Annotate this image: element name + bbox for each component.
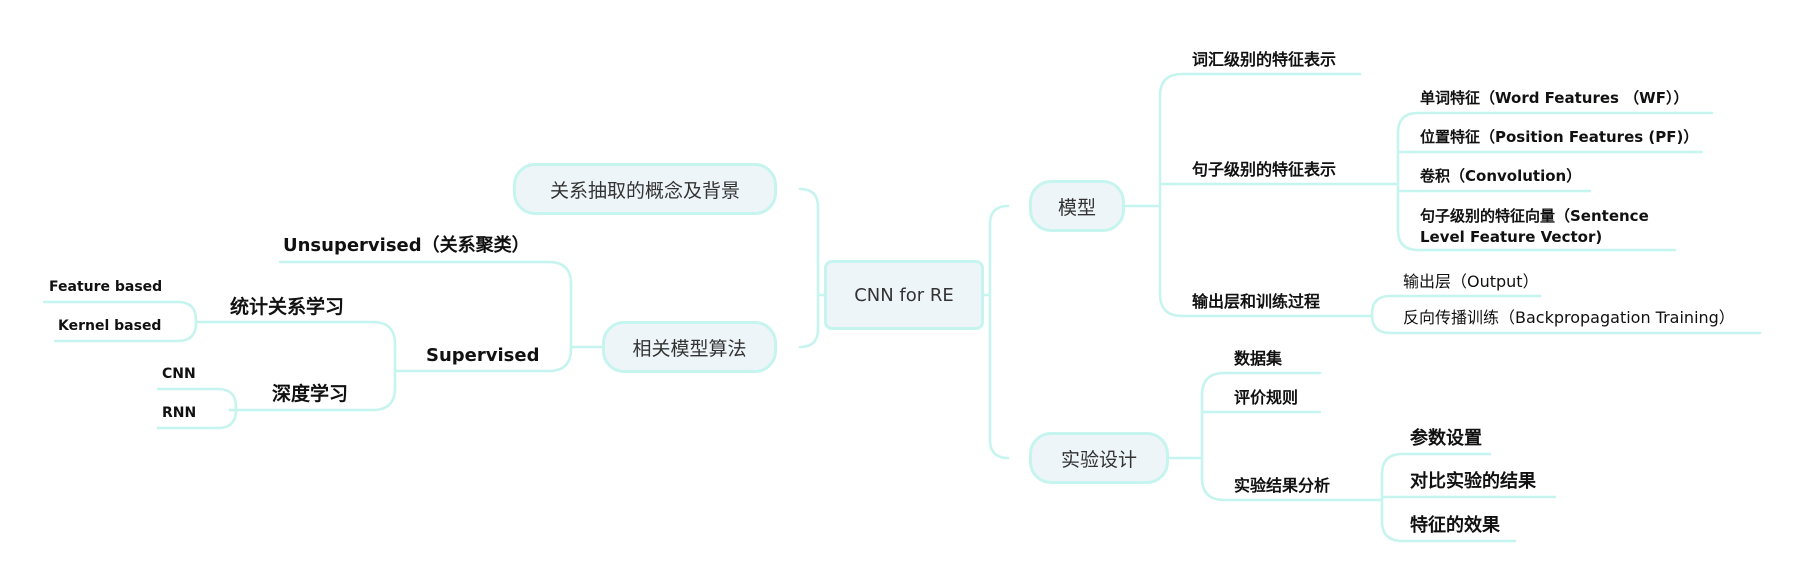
root-left-curve-0 <box>798 187 820 209</box>
root-right-curve-1 <box>988 438 1010 460</box>
sup-branch-curve-0 <box>371 320 397 346</box>
topic-word-features[interactable]: 单词特征（Word Features （WF）） <box>1420 89 1689 107</box>
model-branch-curve-0 <box>1158 72 1184 98</box>
node-model[interactable]: 模型 <box>1029 180 1125 232</box>
topic-deep-learning[interactable]: 深度学习 <box>272 383 349 405</box>
sent-branch-curve-3 <box>1396 228 1420 252</box>
topic-sentence-vector[interactable]: 句子级别的特征向量（Sentence Level Feature Vector) <box>1420 207 1649 246</box>
out-branch-curve-0 <box>1370 294 1392 316</box>
stat-branch-curve-1 <box>176 321 198 343</box>
topic-kernel-based[interactable]: Kernel based <box>58 318 162 334</box>
topic-dataset[interactable]: 数据集 <box>1234 349 1283 368</box>
topic-feature-based[interactable]: Feature based <box>49 279 163 295</box>
topic-parameters[interactable]: 参数设置 <box>1410 428 1482 449</box>
topic-word-level[interactable]: 词汇级别的特征表示 <box>1192 50 1337 69</box>
topic-output-layer[interactable]: 输出层（Output） <box>1403 272 1539 291</box>
topic-result-analysis[interactable]: 实验结果分析 <box>1234 476 1331 495</box>
deep-branch-curve-1 <box>216 408 238 430</box>
alg-branch-curve-1 <box>547 347 573 373</box>
topic-sentence-level[interactable]: 句子级别的特征表示 <box>1192 160 1337 179</box>
topic-rnn[interactable]: RNN <box>162 405 197 421</box>
sup-branch-curve-1 <box>371 386 397 412</box>
alg-branch-curve-0 <box>547 260 573 286</box>
topic-statistical[interactable]: 统计关系学习 <box>230 296 345 318</box>
topic-position-features[interactable]: 位置特征（Position Features (PF)） <box>1420 128 1699 146</box>
out-branch-curve-1 <box>1370 313 1392 335</box>
topic-unsupervised[interactable]: Unsupervised（关系聚类） <box>283 235 530 256</box>
ana-branch-curve-0 <box>1380 452 1404 476</box>
topic-output-training[interactable]: 输出层和训练过程 <box>1192 292 1321 311</box>
topic-comparison[interactable]: 对比实验的结果 <box>1410 471 1536 492</box>
exp-branch-curve-2 <box>1200 476 1226 502</box>
root-left-curve-1 <box>798 327 820 349</box>
stat-branch-curve-0 <box>176 300 198 322</box>
root-node[interactable]: CNN for RE <box>824 260 984 330</box>
topic-cnn[interactable]: CNN <box>162 366 196 382</box>
topic-evaluation[interactable]: 评价规则 <box>1234 388 1299 407</box>
topic-supervised[interactable]: Supervised <box>426 345 540 366</box>
topic-backprop[interactable]: 反向传播训练（Backpropagation Training） <box>1403 308 1735 327</box>
node-concept[interactable]: 关系抽取的概念及背景 <box>513 163 777 215</box>
model-branch-curve-2 <box>1158 292 1184 318</box>
deep-branch-curve-0 <box>216 387 238 409</box>
node-algorithms[interactable]: 相关模型算法 <box>602 321 777 373</box>
topic-feature-effect[interactable]: 特征的效果 <box>1410 515 1500 536</box>
sent-branch-curve-0 <box>1396 111 1420 135</box>
topic-convolution[interactable]: 卷积（Convolution） <box>1420 167 1582 185</box>
ana-branch-curve-2 <box>1380 519 1404 543</box>
root-right-curve-0 <box>988 204 1010 226</box>
exp-branch-curve-0 <box>1200 371 1226 397</box>
node-experiment[interactable]: 实验设计 <box>1029 432 1169 484</box>
